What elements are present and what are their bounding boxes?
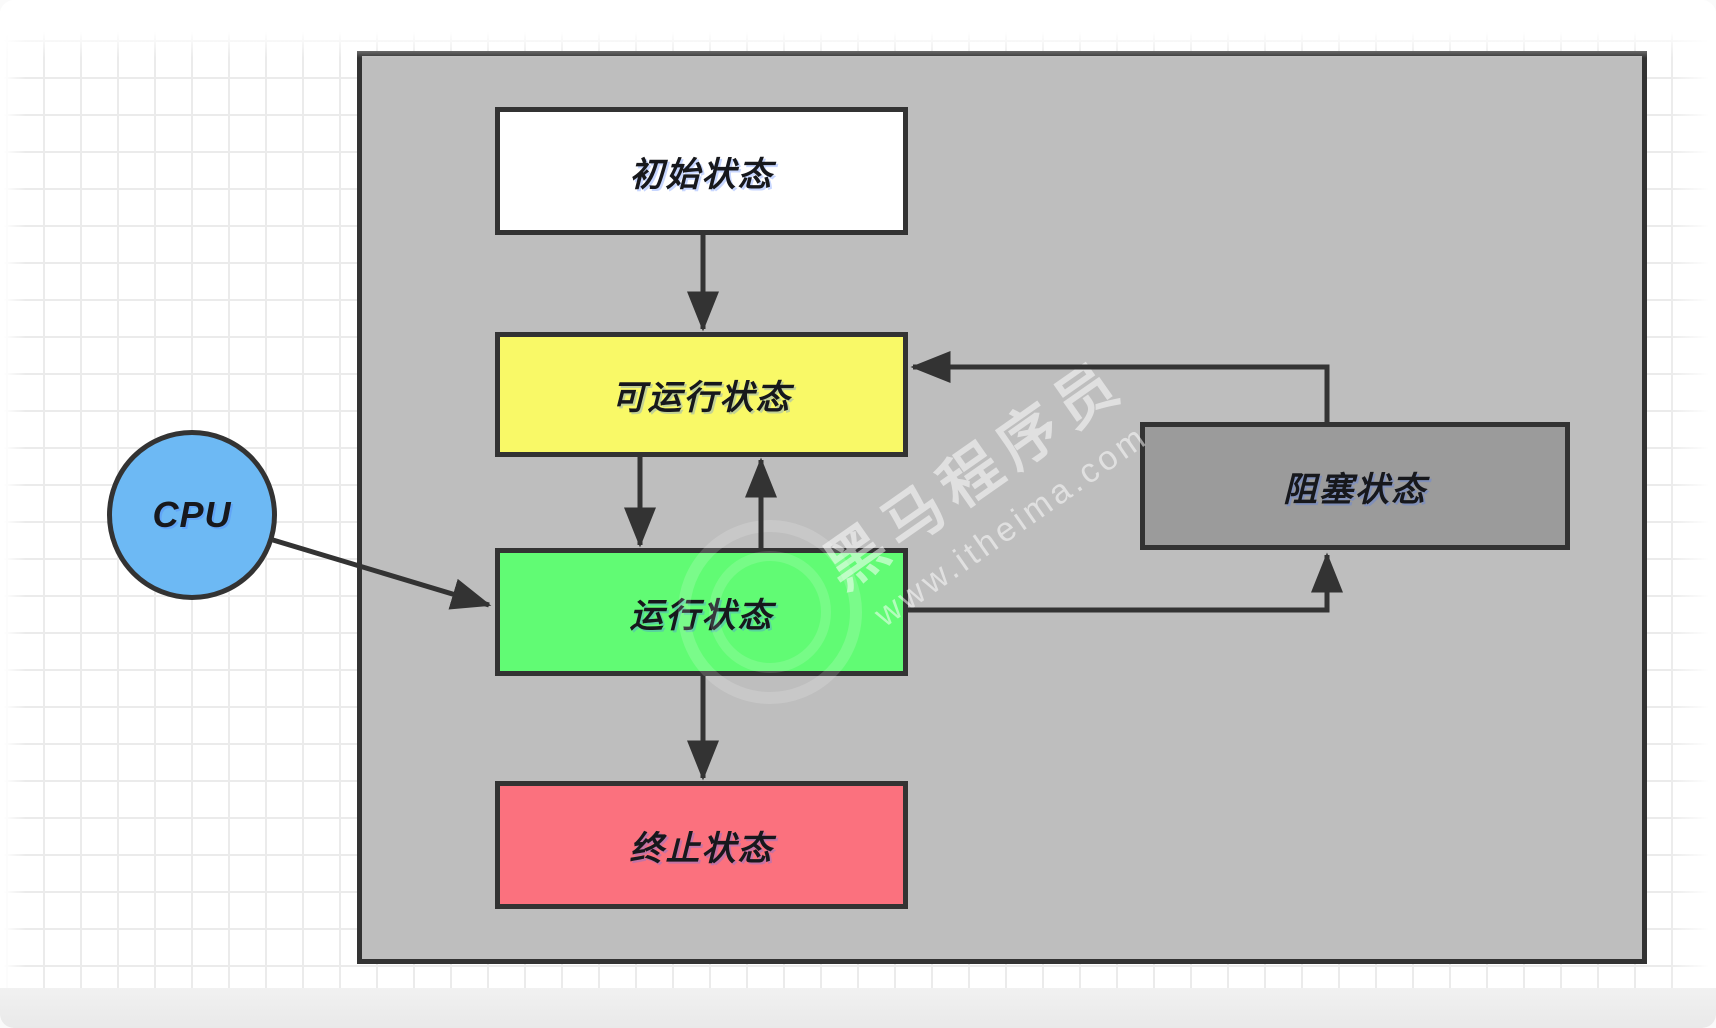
top-edge-fade [0,0,1716,58]
node-cpu: CPU [107,430,277,600]
node-initial-label: 初始状态 [629,155,774,194]
node-running-state: 运行状态 [495,548,908,676]
node-runnable-state: 可运行状态 [495,332,908,457]
node-blocked-label: 阻塞状态 [1283,470,1427,509]
node-blocked-state: 阻塞状态 [1140,422,1570,550]
node-initial-state: 初始状态 [495,107,908,235]
node-cpu-label: CPU [152,494,232,535]
right-edge-fade [1670,0,1716,1028]
node-running-label: 运行状态 [629,596,774,635]
bottom-edge-strip [0,988,1716,1028]
node-terminated-state: 终止状态 [495,781,908,909]
left-edge-fade [0,0,26,1028]
node-terminated-label: 终止状态 [629,829,774,868]
node-runnable-label: 可运行状态 [611,379,792,417]
